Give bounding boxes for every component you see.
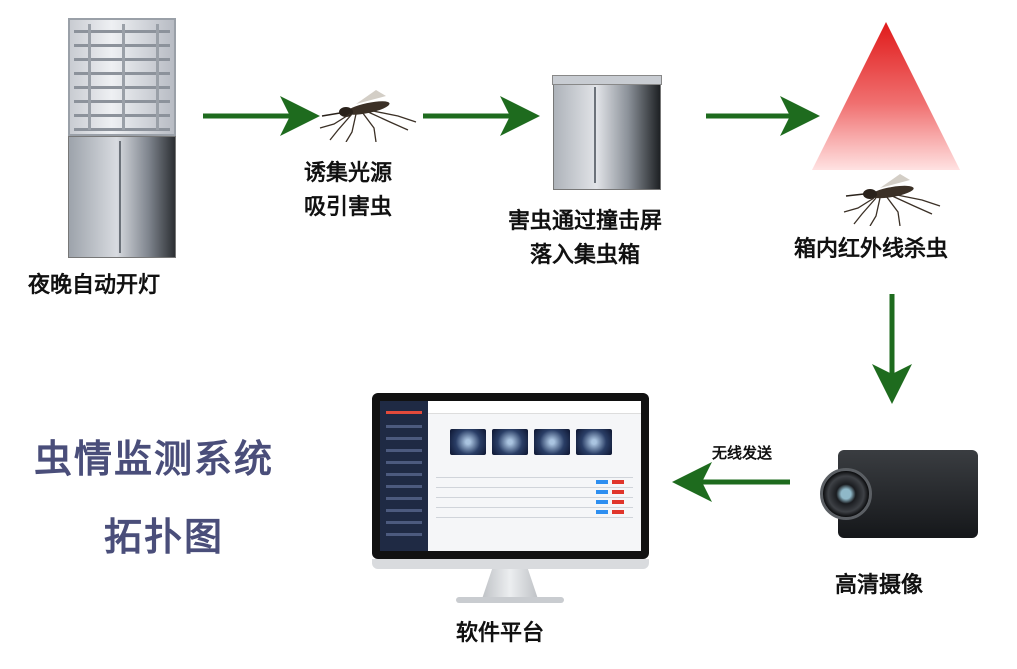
monitor-stand [482,569,538,599]
step-label-collect-line1: 害虫通过撞击屏 [508,209,663,234]
trap-tower-icon [68,18,176,258]
collection-box-icon [552,75,662,190]
monitor-chin [372,559,649,569]
step-label-collect-line2: 落入集虫箱 [530,243,641,268]
diagram-title-line2: 拓扑图 [104,515,225,559]
camera-lens [820,468,872,520]
software-screen [380,401,641,551]
step-label-lure-line1: 诱集光源 [304,161,393,186]
mosquito-icon [319,90,417,142]
step-label-infrared-kill: 箱内红外线杀虫 [794,237,949,262]
step-label-software-platform: 软件平台 [456,621,545,646]
step-label-night-light: 夜晚自动开灯 [28,273,161,298]
diagram-title-line1: 虫情监测系统 [34,437,275,481]
mosquito-icon [843,174,941,226]
wireless-transfer-label: 无线发送 [712,444,773,462]
monitor-base [456,597,564,603]
monitor-icon [372,393,649,559]
step-label-hd-camera: 高清摄像 [835,573,924,598]
step-label-lure-line2: 吸引害虫 [304,195,393,220]
